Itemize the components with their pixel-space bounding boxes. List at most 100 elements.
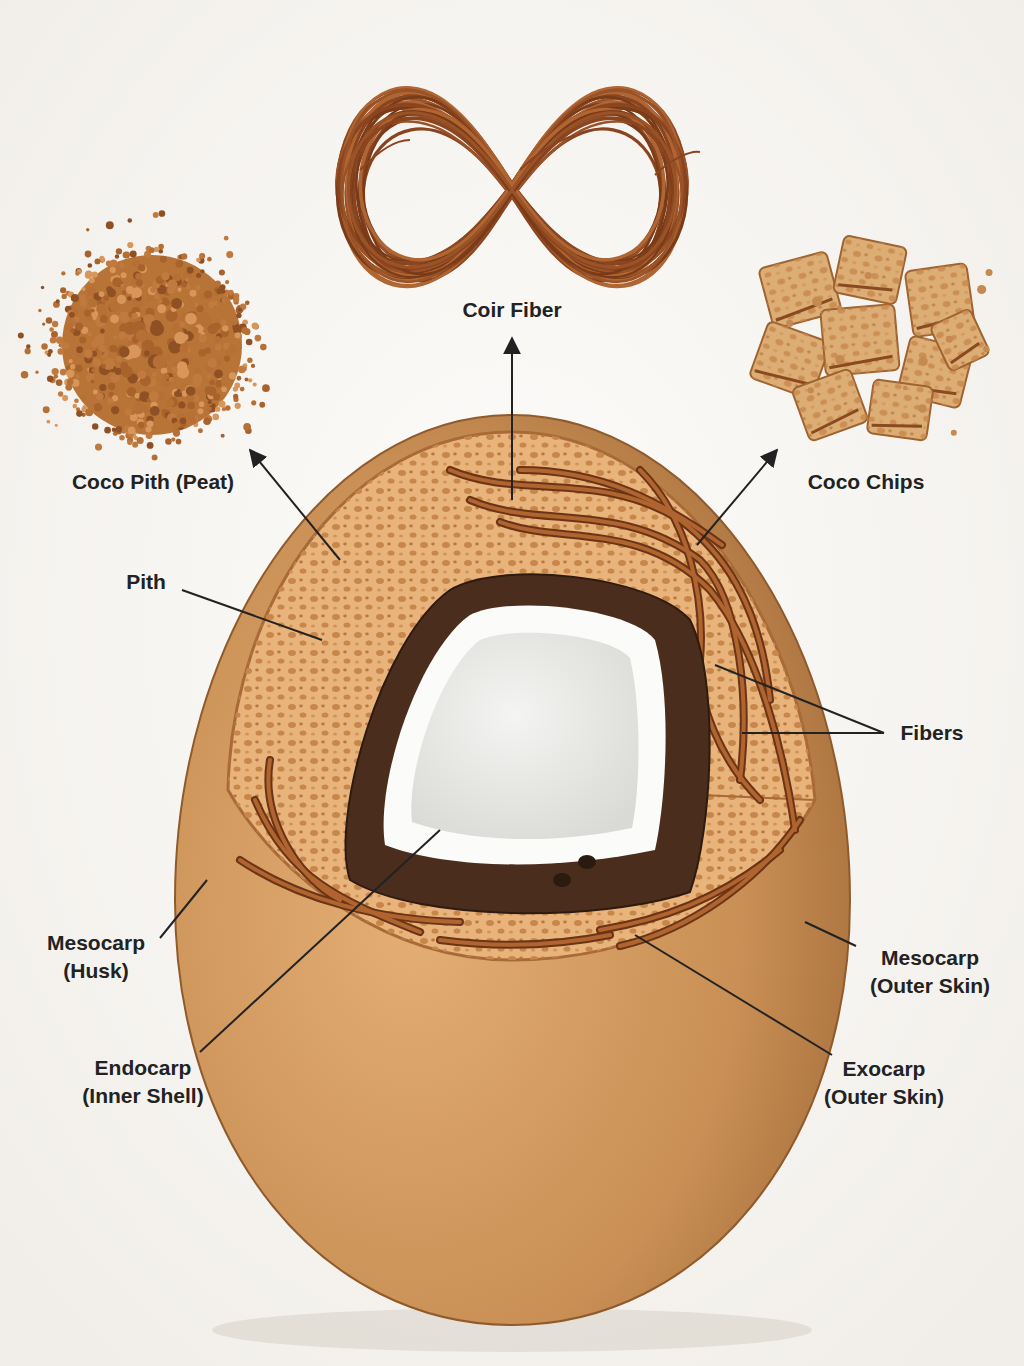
pith-grain — [111, 406, 119, 414]
pith-grain — [208, 301, 215, 308]
pith-grain — [94, 335, 105, 346]
pith-grain — [175, 260, 183, 268]
pith-grain — [176, 439, 182, 445]
pith-grain — [116, 356, 121, 361]
chip-crumb — [812, 297, 822, 307]
pith-grain — [61, 271, 65, 275]
pith-grain — [74, 316, 80, 322]
pith-grain — [157, 304, 166, 313]
pith-grain — [84, 349, 93, 358]
pith-grain — [186, 386, 196, 396]
pith-grain — [236, 313, 241, 318]
pith-grain — [177, 288, 181, 292]
pith-grain — [240, 387, 245, 392]
pith-grain — [248, 378, 252, 382]
pith-grain — [52, 321, 58, 327]
leader-line — [805, 922, 856, 946]
pith-grain — [214, 370, 223, 379]
pith-grain — [60, 369, 67, 376]
pith-grain — [235, 332, 241, 338]
pith-grain — [208, 400, 212, 404]
pith-grain — [138, 265, 147, 274]
pith-grain — [208, 358, 218, 368]
part-label: Exocarp (Outer Skin) — [809, 1055, 959, 1112]
pith-grain — [131, 287, 142, 298]
pith-grain — [81, 395, 86, 400]
pith-grain — [232, 321, 236, 325]
pith-grain — [221, 386, 227, 392]
pith-grain — [207, 374, 211, 378]
label-holder: Exocarp (Outer Skin) — [809, 1055, 959, 1112]
pith-grain — [94, 403, 102, 411]
pith-grain — [56, 379, 63, 386]
pith-grain — [149, 247, 155, 253]
pith-grain — [106, 260, 112, 266]
pith-grain — [178, 402, 185, 409]
pith-grain — [122, 429, 127, 434]
part-label: Fibers — [882, 719, 982, 747]
chip-texture — [820, 304, 899, 376]
coir-strand — [338, 89, 686, 277]
pith-grain — [100, 329, 105, 334]
pith-grain — [119, 346, 130, 357]
pith-grain — [67, 379, 74, 386]
pith-grain — [224, 236, 229, 241]
pith-grain — [136, 280, 143, 287]
chip-crumb — [837, 305, 842, 310]
pith-grain — [72, 404, 77, 409]
pith-grain — [252, 322, 259, 329]
pith-grain — [177, 389, 181, 393]
pith-grain — [71, 294, 79, 302]
fiber — [440, 935, 610, 945]
leader-line — [742, 732, 884, 734]
chip-crumb — [786, 320, 793, 327]
pith-grain — [55, 424, 58, 427]
chip-crumb — [918, 404, 927, 413]
pith-grain — [82, 405, 86, 409]
pith-grain — [25, 348, 31, 354]
pith-grain — [75, 322, 83, 330]
pith-grain — [79, 336, 86, 343]
pith-grain — [100, 315, 108, 323]
pith-grain — [127, 218, 132, 223]
pith-grain — [150, 322, 164, 336]
pith-grain — [123, 252, 130, 259]
label-holder: Fibers — [882, 719, 982, 747]
pith-grain — [185, 277, 190, 282]
coir-strand — [339, 92, 685, 286]
pith-grain — [99, 291, 105, 297]
pith-grain — [131, 313, 137, 319]
fiber — [268, 760, 340, 900]
pith-grain — [76, 410, 83, 417]
pith-grain — [233, 328, 238, 333]
pith-grain — [229, 372, 236, 379]
pith-grain — [41, 343, 47, 349]
pith-grain — [158, 244, 164, 250]
pith-grain — [150, 406, 160, 416]
pith-grain — [260, 344, 267, 351]
pith-grain — [46, 317, 53, 324]
coir-strand — [340, 87, 684, 280]
pith-grain — [69, 359, 73, 363]
chip-fiber — [809, 410, 860, 433]
pith-grain — [215, 406, 220, 411]
chip-crumb — [918, 357, 927, 366]
pith-grain — [152, 372, 157, 377]
pith-grain — [212, 414, 219, 421]
coir-bundle — [337, 87, 700, 287]
pith-grain — [76, 353, 81, 358]
coir-strand — [342, 91, 683, 282]
pith-grain — [194, 302, 199, 307]
pith-grain — [179, 322, 185, 328]
pith-grain — [142, 406, 149, 413]
pith-grain — [259, 402, 265, 408]
pith-grain — [35, 371, 38, 374]
pith-grain — [244, 378, 248, 382]
pith-grain — [116, 426, 122, 432]
pith-grain — [69, 312, 75, 318]
chip-crumb — [946, 336, 953, 343]
pith-grain — [70, 364, 75, 369]
pith-grain — [161, 272, 169, 280]
